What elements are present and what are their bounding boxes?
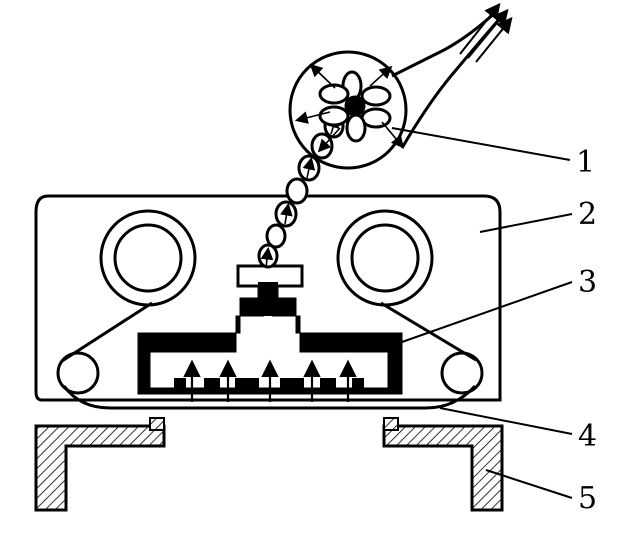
housing-body [34,194,502,402]
exhaust-arrows [459,2,513,63]
flow-arrows [183,359,357,402]
callout-2: 2 [578,197,597,232]
spray-arrows [294,63,405,153]
distributor-block [137,279,403,395]
callout-4: 4 [578,419,597,454]
right-spool [336,209,434,307]
left-base-bracket [34,424,166,512]
stem-channel [264,316,272,352]
leader-lines [391,127,573,499]
spray-chamber [288,50,408,170]
callout-3: 3 [578,265,597,300]
carrier-tape [61,301,477,410]
callout-5: 5 [578,481,597,516]
left-spool [99,209,197,307]
exhaust-outlet [391,8,504,149]
chamber-blocks [174,378,364,394]
left-roller [56,351,100,395]
right-base-bracket [382,424,504,512]
callout-1: 1 [576,145,595,180]
